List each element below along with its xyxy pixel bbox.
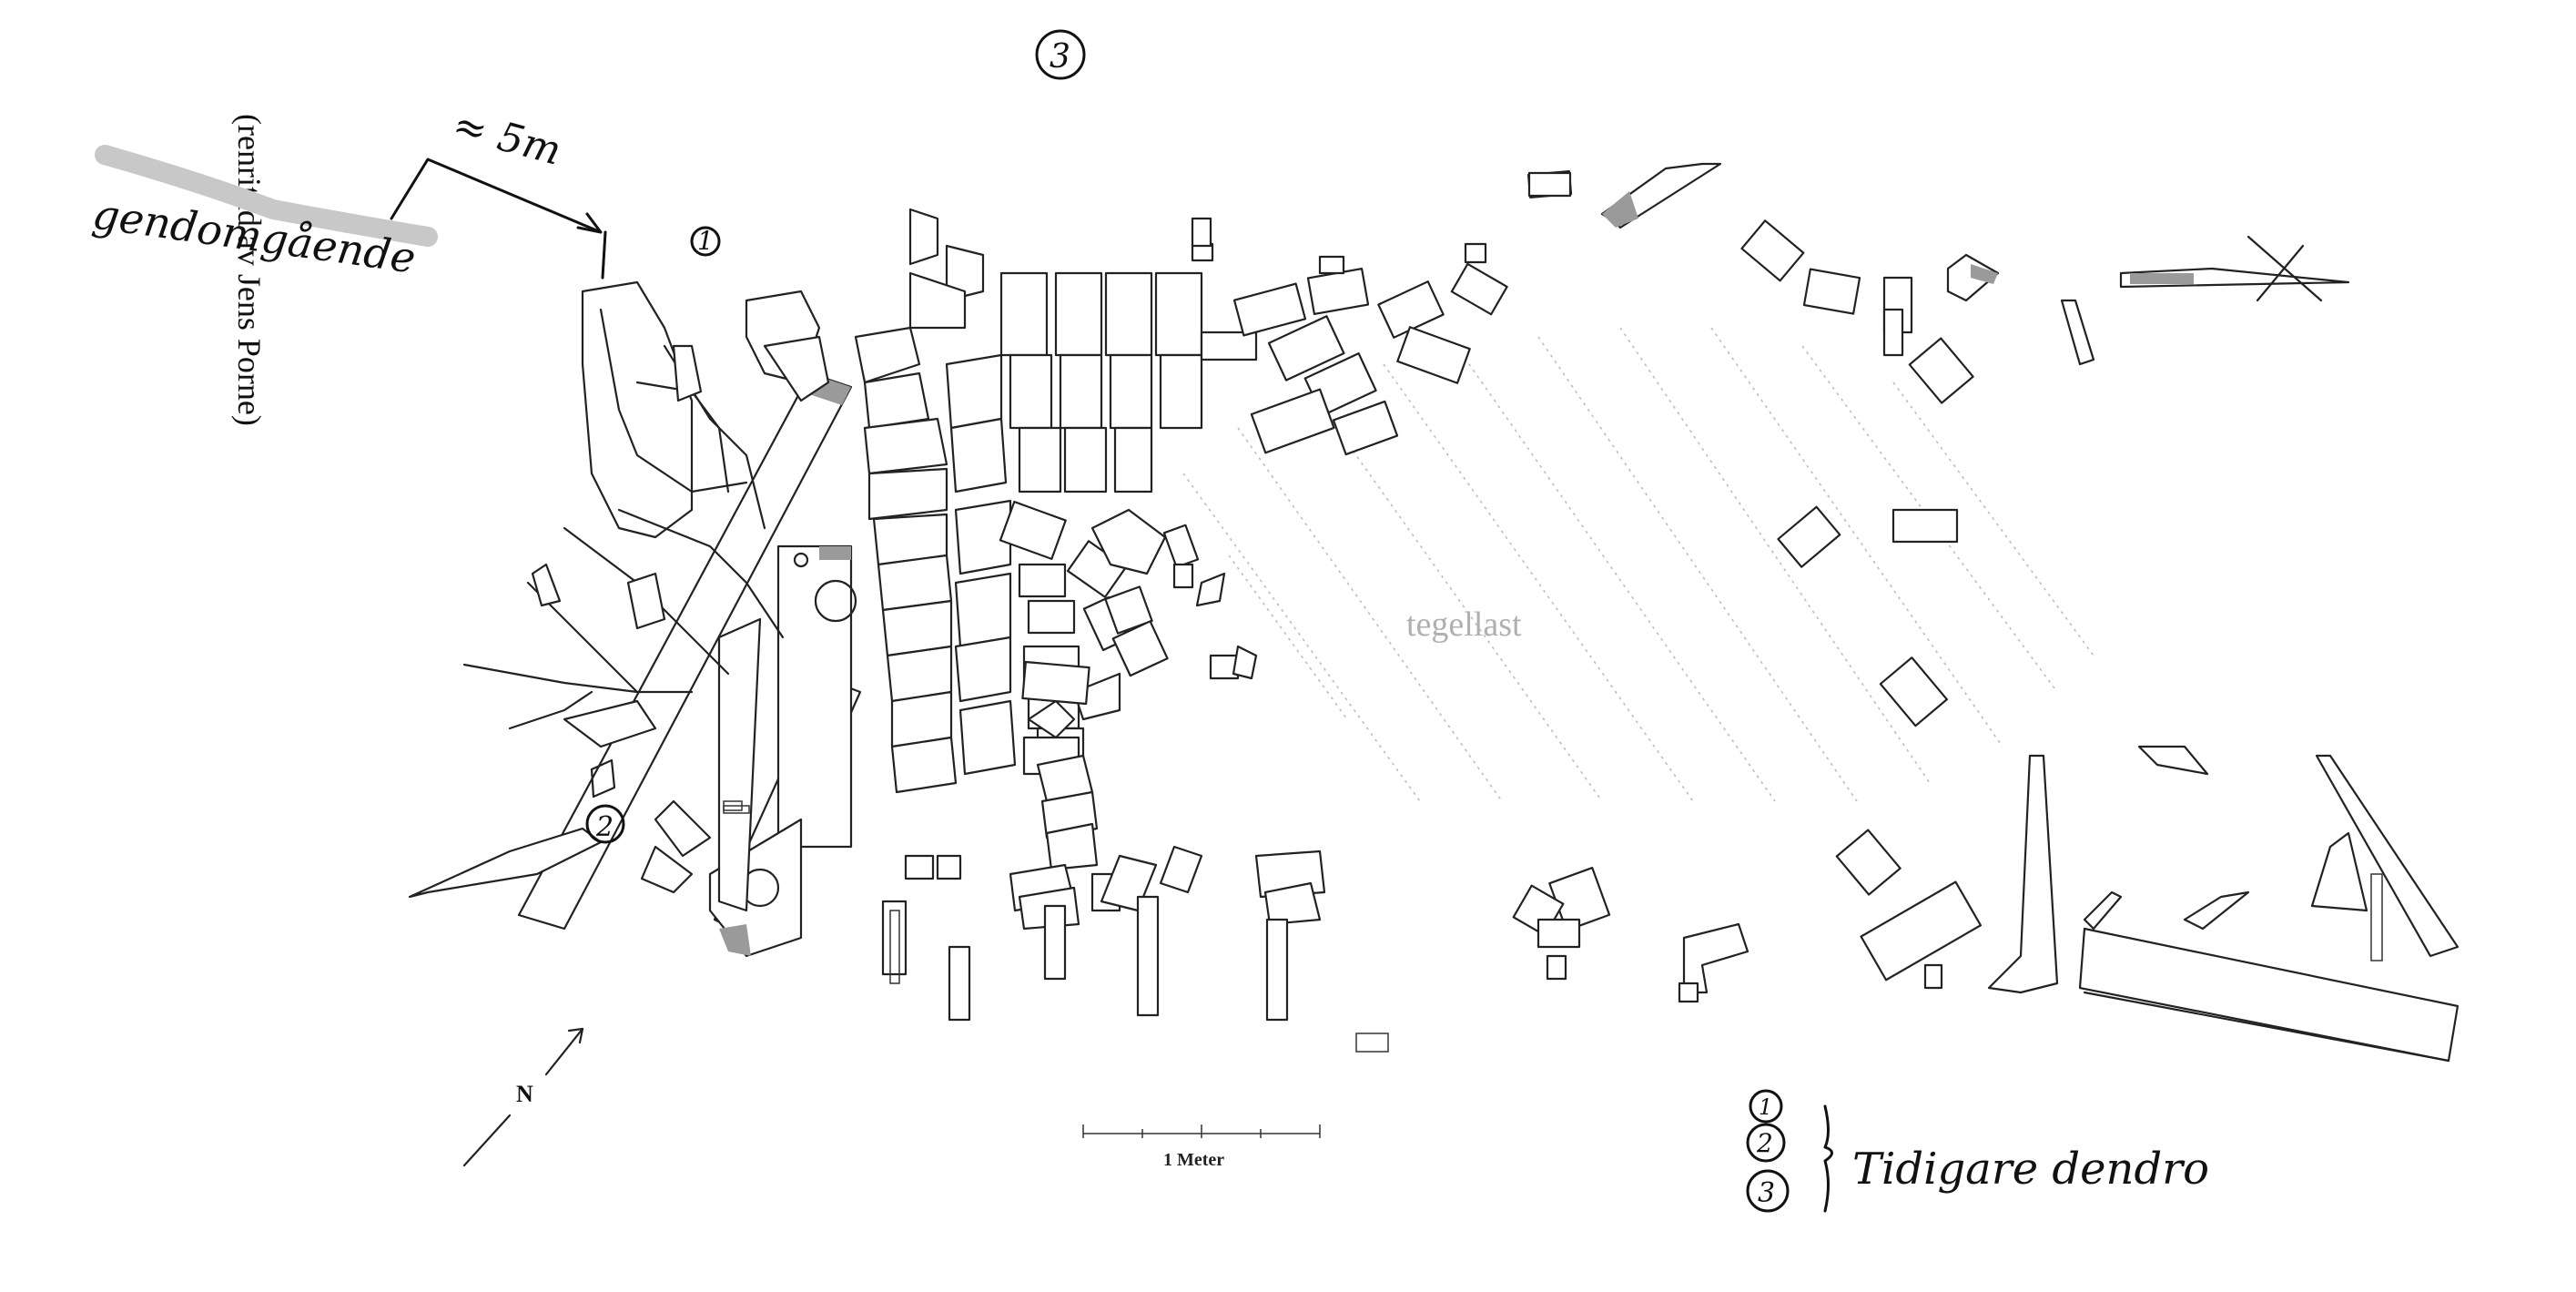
legend-item-3: 3 <box>1758 1177 1775 1209</box>
legend-item-2: 2 <box>1756 1128 1773 1158</box>
tegellast-hatching <box>1182 327 2094 802</box>
north-arrow <box>462 1027 584 1167</box>
marker-top-3 <box>1035 29 1086 80</box>
scale-bar-label: 1 Meter <box>1163 1150 1224 1170</box>
lower-posts <box>881 754 1389 1053</box>
marker-1-circle <box>690 226 721 257</box>
north-label: N <box>516 1081 533 1107</box>
scale-bar <box>1082 1124 1321 1138</box>
right-planks <box>1527 162 2459 1063</box>
left-wreck-structure <box>462 280 830 894</box>
distance-note: ≈ 5m <box>448 101 566 174</box>
marker-2-circle <box>585 804 625 844</box>
middle-right-clusters <box>1162 524 1749 1003</box>
distance-arrow <box>390 158 607 280</box>
main-diagonal-timber <box>408 371 862 958</box>
marker-1-label: 1 <box>697 226 714 256</box>
legend-label: Tidigare dendro <box>1852 1144 2209 1195</box>
legend-item-1: 1 <box>1759 1094 1772 1120</box>
hull-frames <box>854 208 1017 794</box>
tegellast-label: tegellast <box>1406 605 1522 644</box>
marker-smear <box>95 145 438 247</box>
marker-top-3-label: 3 <box>1050 38 1070 76</box>
credit-label: (renritad av Jens Porne) <box>231 114 268 426</box>
legend <box>1746 1089 1833 1213</box>
marker-2-label: 2 <box>595 811 614 843</box>
